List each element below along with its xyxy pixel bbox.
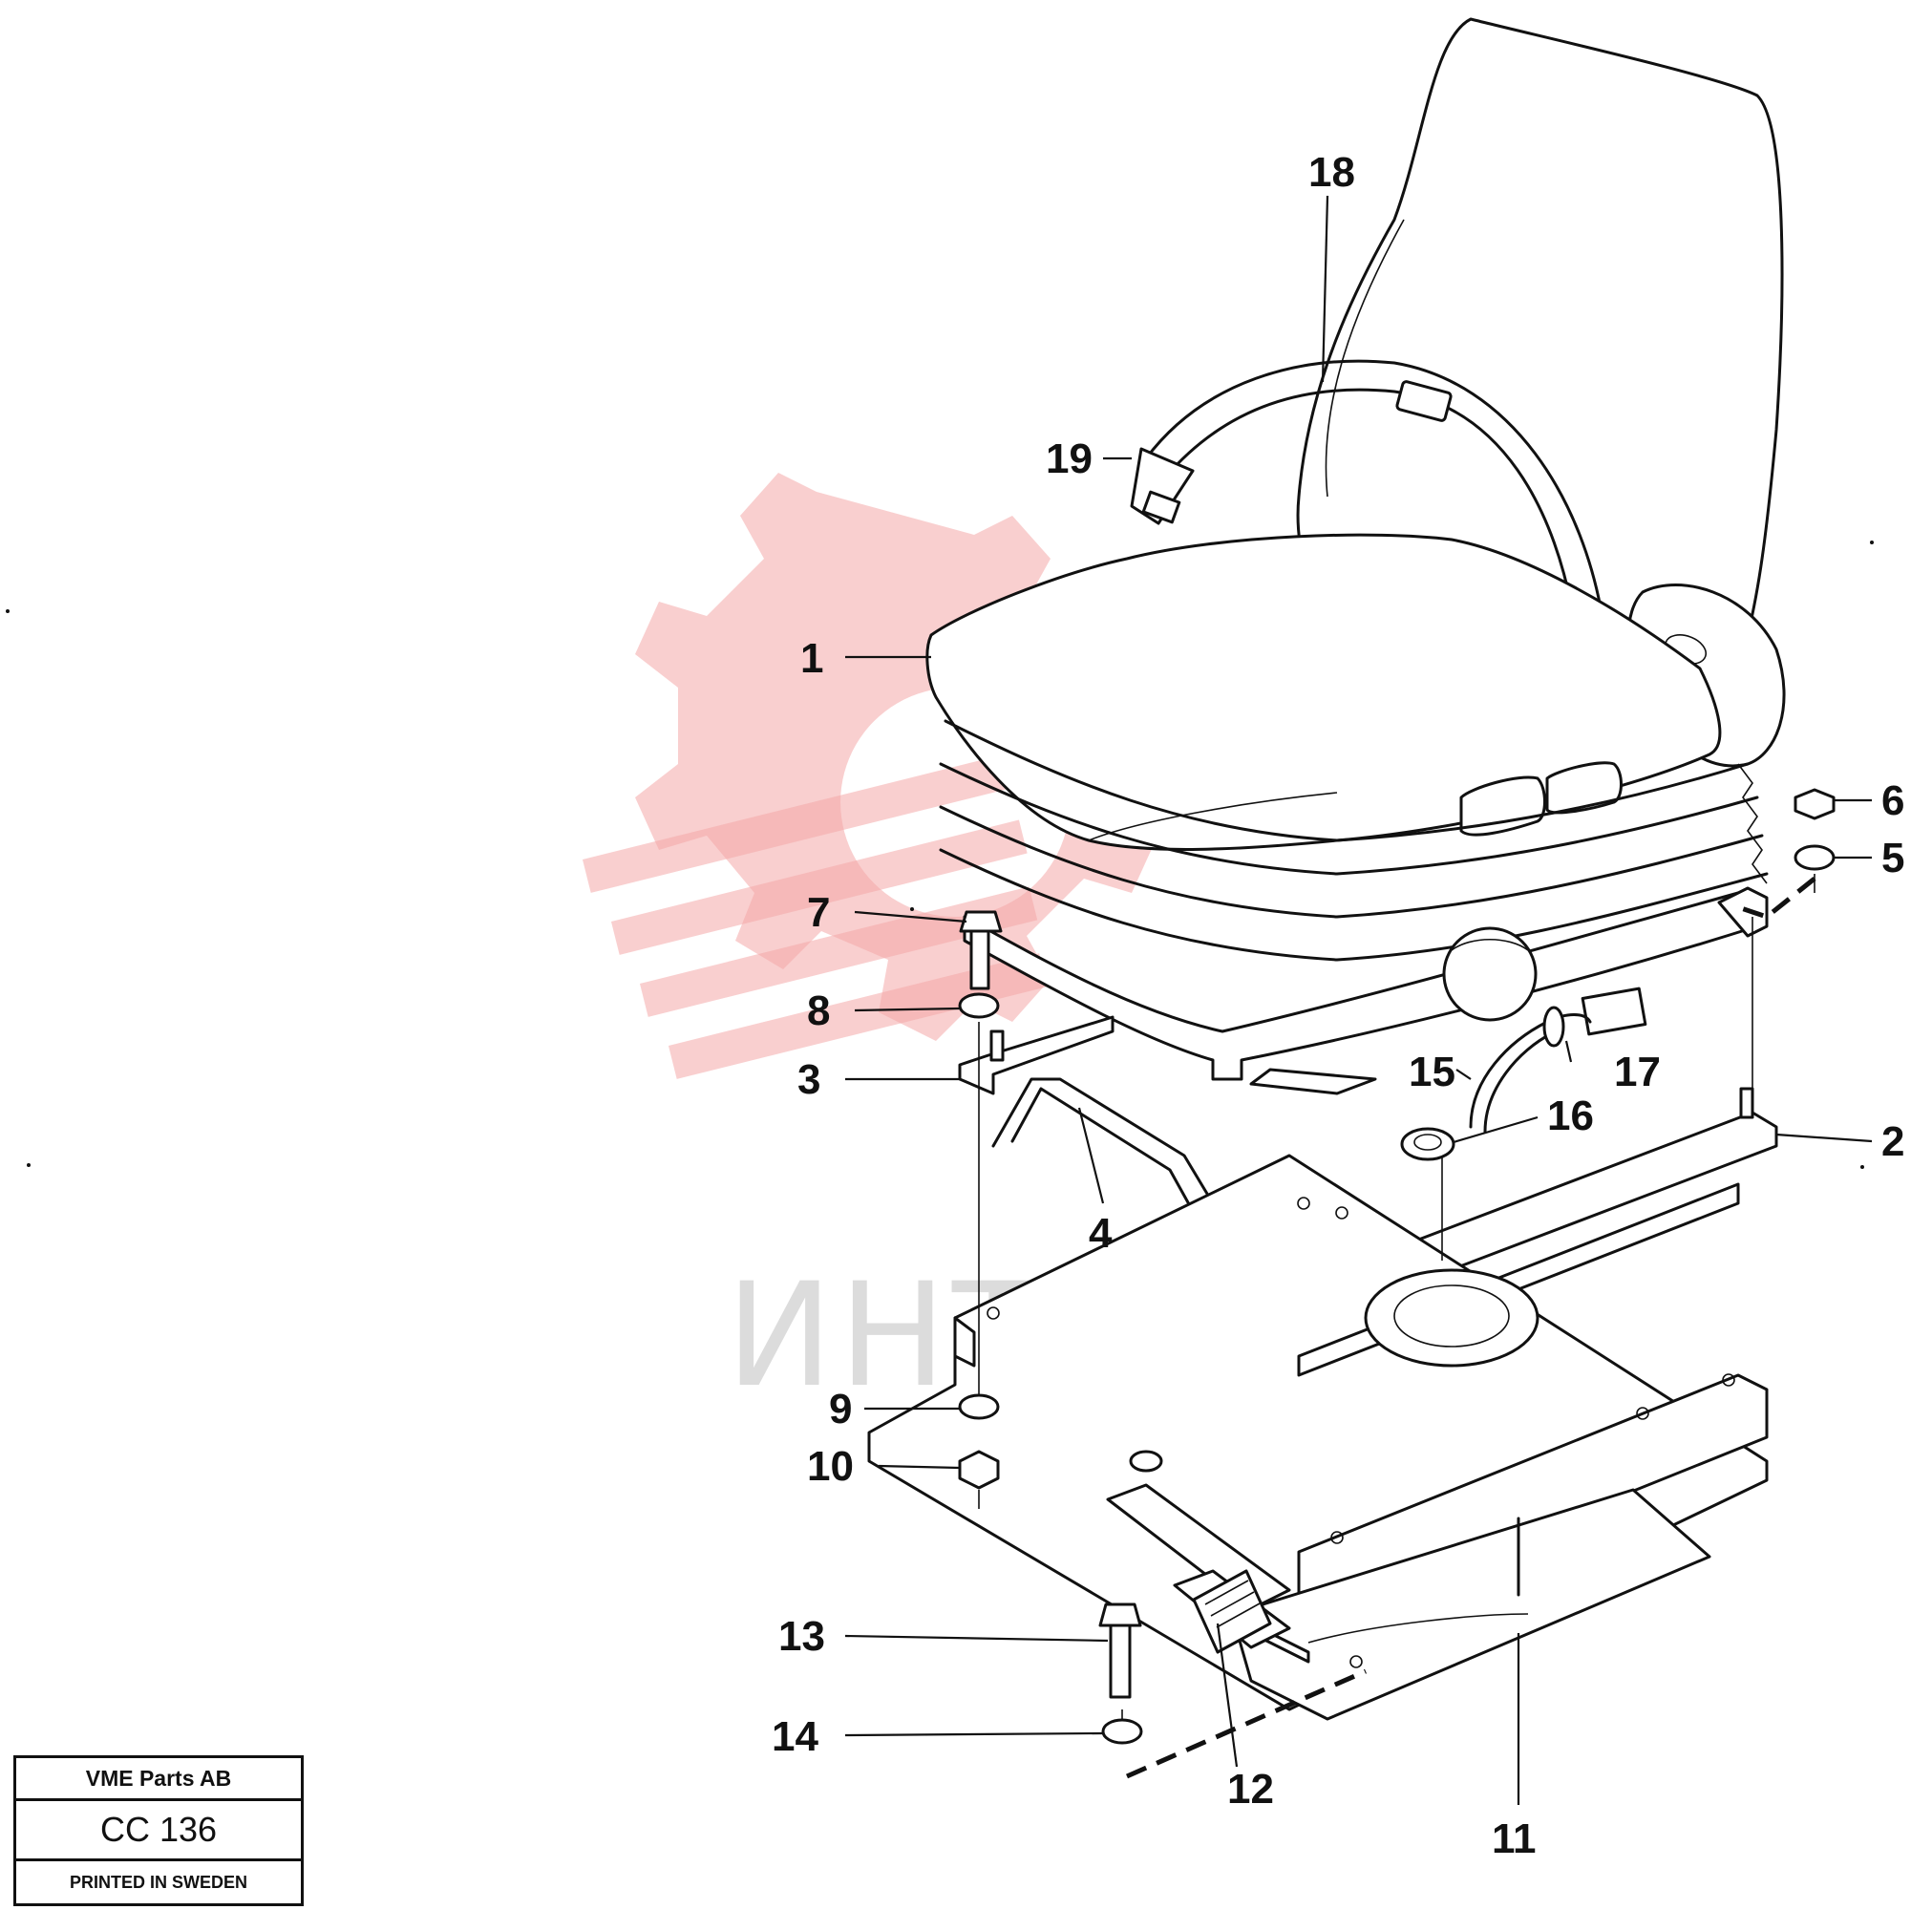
assembly-lines: [978, 874, 1816, 1779]
callout-18: 18: [1308, 149, 1355, 196]
washer-5: [1794, 844, 1836, 871]
fasteners: [958, 788, 1836, 1745]
callout-19: 19: [1046, 435, 1093, 482]
callout-10: 10: [807, 1443, 854, 1490]
left-slide-rail: [958, 1015, 1115, 1095]
washer-14: [1101, 1718, 1143, 1745]
nut-10: [958, 1450, 1000, 1490]
leader-lines: [844, 195, 1873, 1805]
cable-connector: [1400, 987, 1647, 1161]
upper-frame: [963, 886, 1769, 1095]
specks: [6, 541, 1874, 1169]
callout-numbers: 1 2 3 4 5 6 7 8 9 10 11 12 13 14 15 16 1…: [772, 149, 1904, 1862]
title-block: VME Parts AB CC 136 PRINTED IN SWEDEN: [13, 1755, 304, 1906]
callout-1: 1: [800, 635, 823, 682]
washer-8: [958, 992, 1000, 1019]
callout-3: 3: [797, 1056, 820, 1103]
callout-7: 7: [807, 889, 830, 936]
callout-12: 12: [1227, 1766, 1274, 1813]
printed-note: PRINTED IN SWEDEN: [69, 1872, 247, 1892]
adjustment-knob: [1442, 926, 1538, 1022]
callout-8: 8: [807, 987, 830, 1034]
bellows: [939, 719, 1769, 962]
nut-6: [1794, 788, 1836, 820]
callout-16: 16: [1547, 1093, 1594, 1139]
bolt-7: [959, 910, 1003, 990]
callout-4: 4: [1089, 1210, 1113, 1257]
callout-15: 15: [1409, 1049, 1455, 1095]
drawing-code: CC 136: [16, 1801, 301, 1861]
callout-14: 14: [772, 1713, 818, 1760]
bolt-13: [1098, 1602, 1142, 1699]
release-pedal: [1106, 1483, 1291, 1654]
callout-6: 6: [1881, 777, 1904, 824]
callout-17: 17: [1614, 1049, 1661, 1095]
callout-9: 9: [829, 1386, 852, 1432]
company-name: VME Parts AB: [16, 1758, 301, 1801]
seat-cushion: [925, 533, 1722, 851]
callout-11: 11: [1492, 1815, 1537, 1862]
washer-9: [958, 1393, 1000, 1420]
callout-13: 13: [778, 1613, 825, 1660]
callout-5: 5: [1881, 835, 1904, 881]
callout-2: 2: [1881, 1118, 1904, 1165]
